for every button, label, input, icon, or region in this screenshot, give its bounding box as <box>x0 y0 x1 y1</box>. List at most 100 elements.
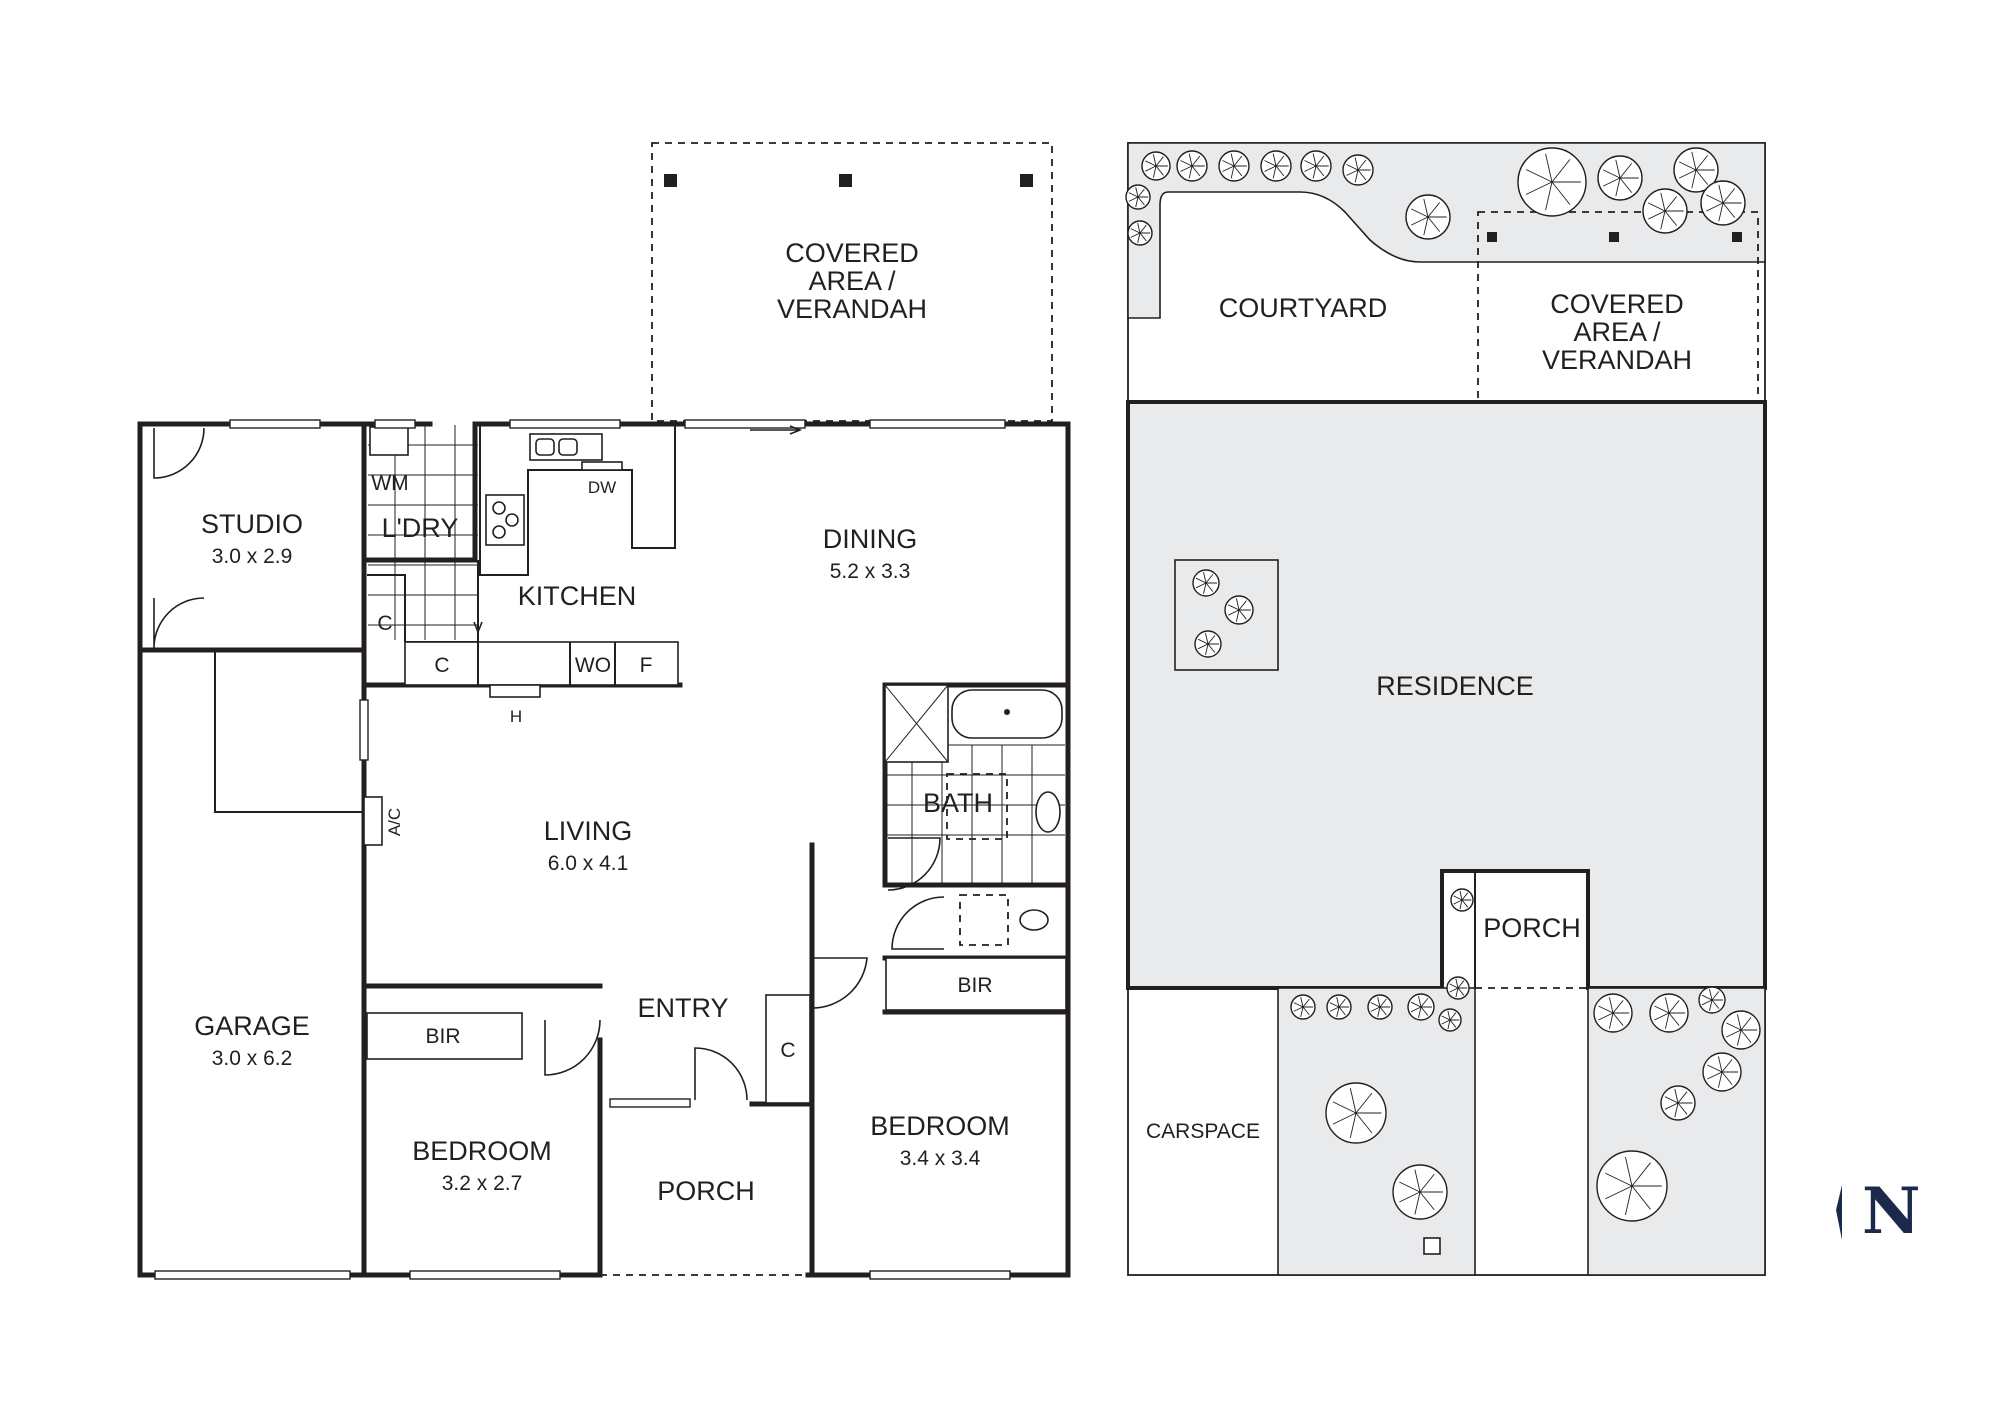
verandah-outline <box>651 142 1053 422</box>
tree-branches <box>1293 996 1314 1018</box>
ac-unit <box>363 796 383 846</box>
hood-label: H <box>510 707 522 726</box>
bedroom-left-name: BEDROOM <box>412 1136 552 1166</box>
bath-door <box>887 837 941 891</box>
living-name: LIVING <box>544 816 633 846</box>
toilet-icon <box>1019 909 1049 931</box>
living-dim: 6.0 x 4.1 <box>548 852 629 875</box>
dishwasher-icon <box>581 461 623 471</box>
tree-branches <box>1701 989 1723 1011</box>
floor-plan: COVERED AREA / VERANDAH STUDIO 3.0 x 2.9… <box>137 142 1071 1280</box>
laundry-tiles <box>368 425 478 640</box>
trees <box>1125 147 1761 1222</box>
kitchen-label: KITCHEN <box>518 581 637 611</box>
tree-branches <box>1598 997 1630 1029</box>
tree-branches <box>1180 153 1205 179</box>
tree-branches <box>1605 1156 1662 1216</box>
bath-label: BATH <box>923 788 993 818</box>
laundry-label: L'DRY <box>382 513 459 543</box>
front-door <box>694 1047 748 1101</box>
covered-area-label-1: COVERED <box>785 238 919 268</box>
island-dividers <box>477 642 616 685</box>
tree-branches <box>1145 154 1168 178</box>
bedroom-right-door <box>811 957 868 1009</box>
tree-branches <box>1264 153 1289 179</box>
covered-area-label-3: VERANDAH <box>777 294 927 324</box>
tree-branches <box>1399 1169 1443 1215</box>
tree-branches <box>1222 153 1247 179</box>
wm-label: WM <box>371 472 408 495</box>
basin-icon <box>1035 791 1061 833</box>
bedroom-left-door <box>544 1019 601 1076</box>
garage-inner <box>214 650 364 813</box>
hood-icon <box>489 684 541 698</box>
fridge-label: F <box>640 654 653 677</box>
tree-branches <box>1195 572 1217 594</box>
residence-block <box>1126 400 1767 990</box>
ac-label: A/C <box>385 808 404 836</box>
verandah-post <box>1020 174 1033 187</box>
stair-arrow <box>473 595 483 635</box>
tree-branches <box>1329 996 1350 1018</box>
verandah-post <box>664 174 677 187</box>
bedroom-left-dim: 3.2 x 2.7 <box>442 1172 523 1195</box>
bir-right-label: BIR <box>957 974 992 997</box>
tree-branches <box>1449 978 1468 998</box>
cupboard-c2-label: C <box>434 654 449 677</box>
tree-branches <box>1679 151 1715 189</box>
covered-area-label-2: AREA / <box>808 266 896 296</box>
studio-name: STUDIO <box>201 509 303 539</box>
cupboard-c3 <box>765 994 811 1104</box>
bir-left-box <box>366 1012 523 1060</box>
studio-door-2 <box>153 597 205 649</box>
vanity-icon <box>946 773 1008 840</box>
tree-branches <box>1332 1087 1382 1139</box>
garage-dim: 3.0 x 6.2 <box>212 1047 293 1070</box>
tree-branches <box>1441 1010 1460 1030</box>
tree-branches <box>1664 1088 1693 1118</box>
dining-name: DINING <box>823 524 918 554</box>
dw-label: DW <box>588 478 616 497</box>
tree-branches <box>1654 997 1686 1029</box>
north-compass: N <box>1836 1174 1921 1249</box>
windows <box>154 419 1011 1280</box>
tree-branches <box>1707 1056 1739 1088</box>
sink-bowl <box>558 438 578 456</box>
site-covered-label-2: AREA / <box>1573 317 1661 347</box>
dining-dim: 5.2 x 3.3 <box>830 560 911 583</box>
tree-branches <box>1453 890 1472 910</box>
site-verandah-outline <box>1477 211 1759 403</box>
tree-branches <box>1411 198 1447 236</box>
site-porch <box>1475 873 1586 988</box>
bir-right-box <box>885 957 1067 1011</box>
bedroom-right-dim: 3.4 x 3.4 <box>900 1147 981 1170</box>
wc-door <box>891 896 945 950</box>
courtyard-label: COURTYARD <box>1219 293 1388 323</box>
sink-bowl <box>535 438 555 456</box>
studio-door <box>153 427 205 479</box>
tree-branches <box>1603 159 1639 197</box>
tree-branches <box>1706 184 1742 222</box>
cupboard-c1-label: C <box>377 612 392 635</box>
tree-branches <box>1648 192 1684 230</box>
studio-dim: 3.0 x 2.9 <box>212 545 293 568</box>
toilet-area <box>959 894 1009 946</box>
wall-oven-label: WO <box>575 654 611 677</box>
tree-branches <box>1346 157 1371 183</box>
entry-label: ENTRY <box>637 993 728 1023</box>
bedroom-right-name: BEDROOM <box>870 1111 1010 1141</box>
tree-branches <box>1130 222 1151 244</box>
compass-label: N <box>1862 1174 1921 1249</box>
site-verandah-post <box>1732 232 1742 242</box>
site-covered-label-3: VERANDAH <box>1542 345 1692 375</box>
carspace-label: CARSPACE <box>1146 1120 1260 1143</box>
kitchen-island <box>404 641 679 686</box>
tree-branches <box>1128 186 1149 208</box>
tree-branches <box>1726 1014 1758 1046</box>
tree-branches <box>1197 633 1219 655</box>
site-porch-label: PORCH <box>1483 913 1581 943</box>
tree-branches <box>1304 153 1329 179</box>
kitchen-bench <box>479 424 676 576</box>
site-verandah-post <box>1609 232 1619 242</box>
